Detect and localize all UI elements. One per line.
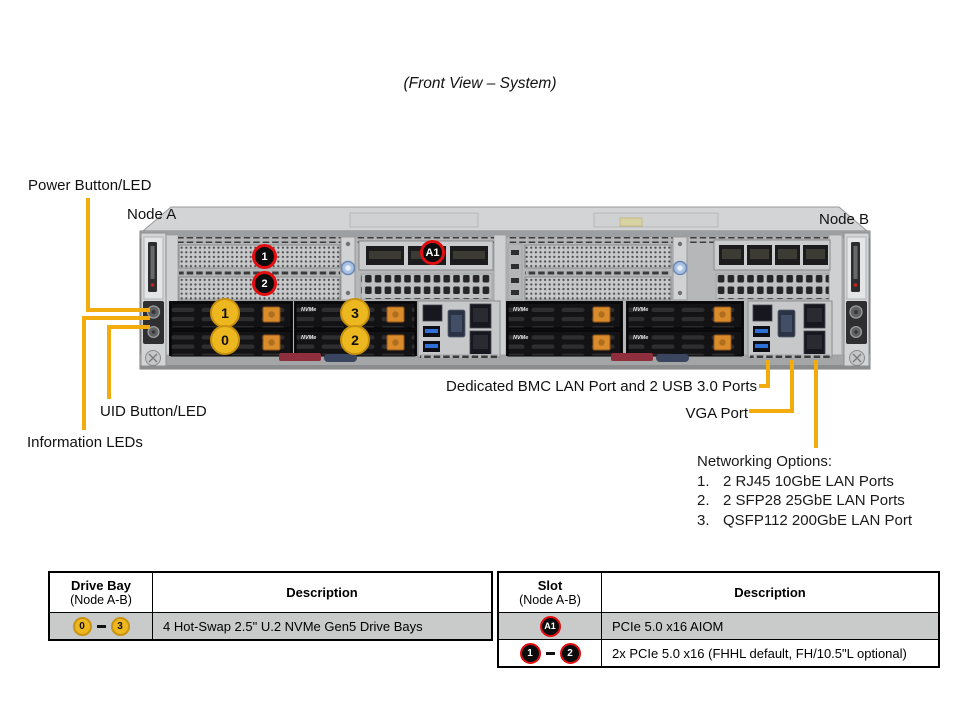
nvme-label: NVMe — [301, 307, 316, 313]
uid-button — [147, 325, 160, 339]
server-front-illustration: NVMe NVMe — [139, 206, 871, 370]
chassis-top-lid — [141, 206, 869, 232]
range-dash — [96, 624, 106, 628]
release-tab — [611, 353, 653, 361]
range-dash — [545, 651, 555, 655]
marker-pcie-slot-2: 2 — [252, 271, 277, 296]
marker-drive-bay-2: 2 — [340, 325, 370, 355]
aiom-description-cell: PCIe 5.0 x16 AIOM — [601, 612, 940, 640]
callout-line-power — [86, 198, 90, 312]
marker-drive-bay-3: 3 — [340, 298, 370, 328]
label-node-a: Node A — [127, 206, 177, 223]
networking-option-number: 3. — [697, 511, 710, 529]
label-vga-port: VGA Port — [685, 405, 748, 422]
left-ear — [140, 232, 167, 367]
drive-bay-header-cell: Drive Bay (Node A-B) — [48, 571, 153, 613]
networking-option-text: 2 RJ45 10GbE LAN Ports — [723, 472, 894, 490]
pcie-end-badge: 2 — [559, 642, 581, 664]
callout-line-uid — [107, 325, 150, 329]
drive-bay-description-cell: 4 Hot-Swap 2.5" U.2 NVMe Gen5 Drive Bays — [152, 612, 493, 641]
pcie-start-badge: 1 — [519, 642, 541, 664]
node-a-io-panel — [417, 300, 501, 358]
nvme-label: NVMe — [513, 307, 528, 313]
label-power-button-led: Power Button/LED — [28, 177, 152, 194]
marker-drive-bay-0: 0 — [210, 325, 240, 355]
left-thumbscrew — [145, 350, 161, 366]
networking-option-number: 2. — [697, 492, 710, 509]
callout-line-power — [86, 308, 150, 312]
drive-bay-table-header: Drive Bay (Node A-B) Description — [48, 571, 493, 613]
node-b-io-panel — [747, 300, 833, 358]
slot-table-header: Slot (Node A-B) Description — [497, 571, 940, 613]
bmc-lan-port — [752, 304, 773, 322]
networking-options: Networking Options: 1. 2 RJ45 10GbE LAN … — [697, 452, 912, 530]
label-node-b: Node B — [819, 211, 870, 228]
networking-option-1: 1. 2 RJ45 10GbE LAN Ports — [697, 472, 912, 492]
nvme-label: NVMe — [301, 335, 316, 341]
callout-line-info-leds — [82, 316, 150, 320]
marker-drive-bay-1: 1 — [210, 298, 240, 328]
slot-header-cell: Slot (Node A-B) — [497, 571, 602, 613]
drive-bay-header-line1: Drive Bay — [71, 578, 131, 593]
label-bmc-lan-usb: Dedicated BMC LAN Port and 2 USB 3.0 Por… — [446, 378, 757, 395]
right-thumbscrew — [849, 350, 865, 366]
nvme-label: NVMe — [633, 307, 648, 313]
networking-option-3: 3. QSFP112 200GbE LAN Port — [697, 511, 912, 531]
node-b-pcie-slots — [507, 236, 828, 301]
label-information-leds: Information LEDs — [27, 434, 143, 451]
node-a-drive-bays: NVMe NVMe — [169, 301, 417, 362]
drive-bay-header-line2: (Node A-B) — [70, 593, 132, 607]
slot-table: Slot (Node A-B) Description A1 PCIe 5.0 … — [497, 571, 940, 668]
aiom-badge: A1 — [539, 615, 561, 637]
networking-option-text: QSFP112 200GbE LAN Port — [723, 511, 912, 529]
node-b-drive-bays: NVMe NVMe NVMe NVMe — [506, 301, 744, 362]
aiom-badge-cell: A1 — [497, 612, 602, 640]
node-handle — [324, 354, 357, 362]
description-header-cell: Description — [601, 571, 940, 613]
slot-table-row-aiom: A1 PCIe 5.0 x16 AIOM — [497, 612, 940, 640]
callout-line-bmc — [766, 360, 770, 388]
drive-bay-start-badge: 0 — [72, 616, 92, 636]
page-title: (Front View – System) — [403, 75, 557, 92]
nvme-label: NVMe — [633, 335, 648, 341]
callout-line-vga — [749, 409, 794, 413]
callout-line-info-leds — [82, 316, 86, 430]
callout-line-uid — [107, 325, 111, 399]
label-uid-button-led: UID Button/LED — [100, 403, 207, 420]
slot-header-line2: (Node A-B) — [519, 593, 581, 607]
marker-aiom-a1: A1 — [420, 240, 445, 265]
power-button — [146, 305, 161, 319]
callout-line-bmc — [759, 384, 770, 388]
right-ear — [843, 232, 870, 367]
marker-pcie-slot-1: 1 — [252, 244, 277, 269]
networking-option-text: 2 SFP28 25GbE LAN Ports — [723, 492, 905, 509]
pcie-description-cell: 2x PCIe 5.0 x16 (FHHL default, FH/10.5"L… — [601, 639, 940, 668]
networking-option-number: 1. — [697, 472, 710, 490]
callout-line-networking — [814, 360, 818, 448]
node-handle — [656, 354, 689, 362]
node-b-lan-module — [713, 239, 831, 300]
description-header-cell: Description — [152, 571, 493, 613]
lid-sticker — [619, 217, 643, 227]
release-tab — [279, 353, 321, 361]
nvme-label: NVMe — [513, 335, 528, 341]
bmc-lan-port — [422, 304, 443, 322]
slot-header-line1: Slot — [537, 578, 563, 593]
networking-option-2: 2. 2 SFP28 25GbE LAN Ports — [697, 491, 912, 511]
callout-line-vga — [790, 360, 794, 413]
networking-options-heading: Networking Options: — [697, 453, 833, 470]
drive-bay-end-badge: 3 — [110, 616, 130, 636]
